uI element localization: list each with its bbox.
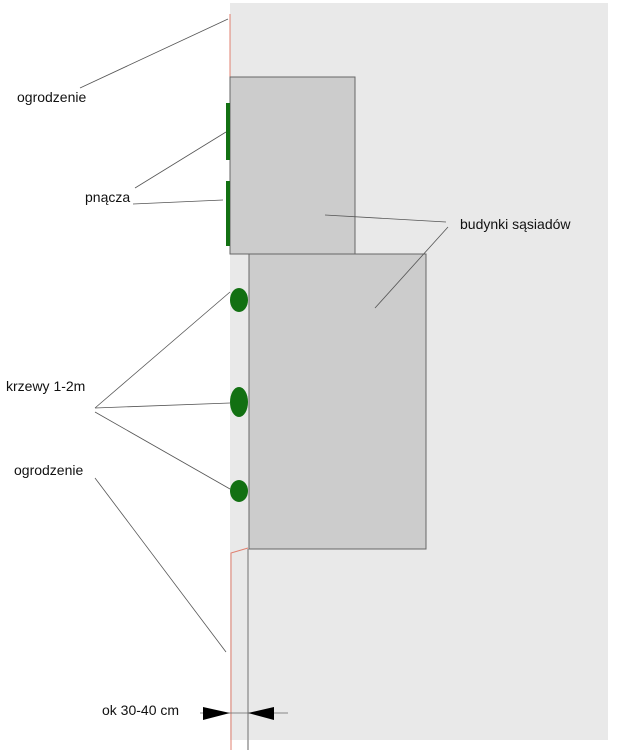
shrub-1 xyxy=(230,288,248,312)
label-vines: pnącza xyxy=(85,189,131,205)
label-gap-dimension: ok 30-40 cm xyxy=(102,702,180,718)
dimension-marker xyxy=(200,707,288,720)
shrub-2 xyxy=(230,387,248,417)
vine-2 xyxy=(226,181,230,246)
label-shrubs: krzewy 1-2m xyxy=(6,378,86,394)
arrow-right-icon xyxy=(203,707,230,720)
neighbor-building-2 xyxy=(248,253,427,550)
arrow-left-icon xyxy=(248,707,274,720)
leader-lines xyxy=(79,18,449,653)
fence-line-bottom xyxy=(230,547,249,750)
label-fence-top: ogrodzenie xyxy=(17,89,87,105)
shrub-3 xyxy=(230,480,248,502)
vine-1 xyxy=(226,103,230,160)
label-fence-bottom: ogrodzenie xyxy=(14,462,84,478)
neighbor-building-1 xyxy=(229,76,356,255)
label-neighbor-buildings: budynki sąsiadów xyxy=(460,216,571,232)
